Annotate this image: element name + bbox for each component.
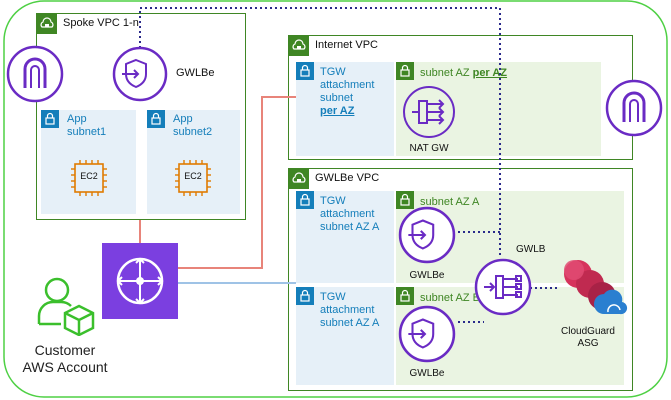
tgw-attachment-subnet: TGW attachment subnet per AZ (296, 62, 394, 156)
spoke-gwlbe-label: GWLBe (176, 67, 215, 79)
ec2-label: EC2 (80, 171, 98, 181)
nat-gateway-icon (401, 84, 457, 145)
tgw-subnet-b-label: TGW attachment subnet AZ A (320, 291, 392, 330)
gwlbe-vpc-title: GWLBe VPC (315, 172, 380, 184)
lock-icon (147, 110, 165, 128)
app-subnet2: App subnet2 EC2 (147, 110, 240, 214)
gwlb-endpoint-icon (398, 305, 456, 368)
gwlb-icon (474, 258, 532, 321)
lock-icon (296, 191, 314, 209)
internet-gateway-icon (605, 79, 663, 142)
customer-label: Customer AWS Account (10, 342, 120, 376)
cloudguard-label: CloudGuard ASG (548, 326, 628, 350)
app-subnet1: App subnet1 EC2 (41, 110, 136, 214)
user-icon (35, 276, 97, 341)
internet-vpc: Internet VPC TGW attachment subnet per A… (288, 35, 633, 160)
tgw-attachment-subnet-b: TGW attachment subnet AZ A (296, 287, 394, 385)
gwlb-label: GWLB (516, 244, 546, 255)
lock-icon (41, 110, 59, 128)
ec2-label: EC2 (184, 171, 202, 181)
tgw-subnet-label: TGW attachment subnet per AZ (320, 66, 392, 118)
label-part: subnet AZ (420, 67, 473, 79)
lock-icon (296, 287, 314, 305)
subnet-az-per-az: subnet AZ per AZ NAT GW (396, 62, 601, 156)
label-line: attachment (320, 79, 375, 91)
label-line: ASG (577, 338, 599, 349)
internet-gateway-icon (6, 45, 64, 108)
subnet-az-b-label: subnet AZ B (420, 292, 480, 304)
spoke-vpc-title: Spoke VPC 1-n (63, 17, 139, 29)
cloud-lock-icon (37, 14, 57, 34)
subnet-az-label: subnet AZ per AZ (420, 67, 507, 80)
app-subnet2-label: App subnet2 (173, 113, 213, 138)
label-part: per AZ (472, 67, 508, 79)
gwlb-endpoint-icon (398, 206, 456, 269)
label-line: AWS Account (22, 359, 108, 375)
label-line: TGW (320, 195, 346, 207)
lock-icon (296, 62, 314, 80)
label-line: per AZ (320, 105, 355, 117)
label-line: subnet AZ A (320, 317, 380, 329)
lock-icon (396, 287, 414, 305)
spoke-vpc: Spoke VPC 1-n App subnet1 EC2 (36, 13, 246, 220)
label-line: TGW (320, 291, 346, 303)
label-line: Customer (34, 342, 96, 358)
gwlbe-b-label: GWLBe (409, 368, 445, 379)
account-boundary (3, 0, 668, 398)
cloud-lock-icon (289, 169, 309, 189)
cloud-lock-icon (289, 36, 309, 56)
cloudguard-asg-icon (552, 256, 628, 325)
nat-gw-label: NAT GW (409, 143, 449, 154)
internet-vpc-title: Internet VPC (315, 39, 378, 51)
label-line: attachment (320, 208, 375, 220)
lock-icon (396, 62, 414, 80)
gwlbe-a-label: GWLBe (409, 270, 445, 281)
label-line: subnet (320, 92, 354, 104)
gwlb-endpoint-icon (112, 46, 168, 107)
tgw-subnet-a-label: TGW attachment subnet AZ A (320, 195, 392, 234)
label-line: subnet AZ A (320, 221, 380, 233)
label-line: TGW (320, 66, 346, 78)
label-line: CloudGuard (561, 326, 615, 337)
ec2-chip-icon: EC2 (173, 158, 213, 203)
app-subnet1-label: App subnet1 (67, 113, 107, 138)
transit-gateway-icon (102, 243, 178, 319)
ec2-chip-icon: EC2 (69, 158, 109, 203)
tgw-attachment-subnet-a: TGW attachment subnet AZ A (296, 191, 394, 283)
label-line: attachment (320, 304, 375, 316)
